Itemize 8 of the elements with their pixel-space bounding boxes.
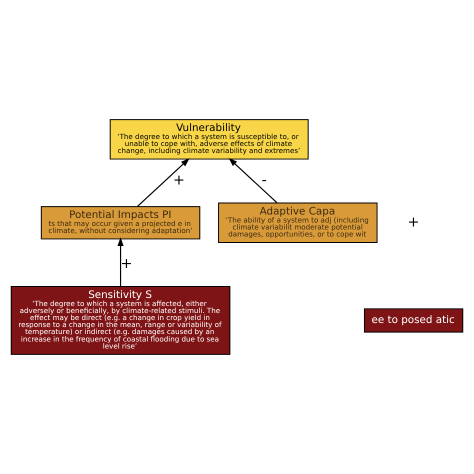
node-box: ee to posed atic (364, 308, 464, 333)
arrow (228, 158, 278, 204)
edge-label: + (172, 172, 185, 189)
edge-label: - (262, 172, 267, 189)
arrow (137, 158, 190, 207)
arrow (117, 237, 124, 286)
edge-label: + (120, 256, 132, 272)
label: + (407, 214, 420, 230)
